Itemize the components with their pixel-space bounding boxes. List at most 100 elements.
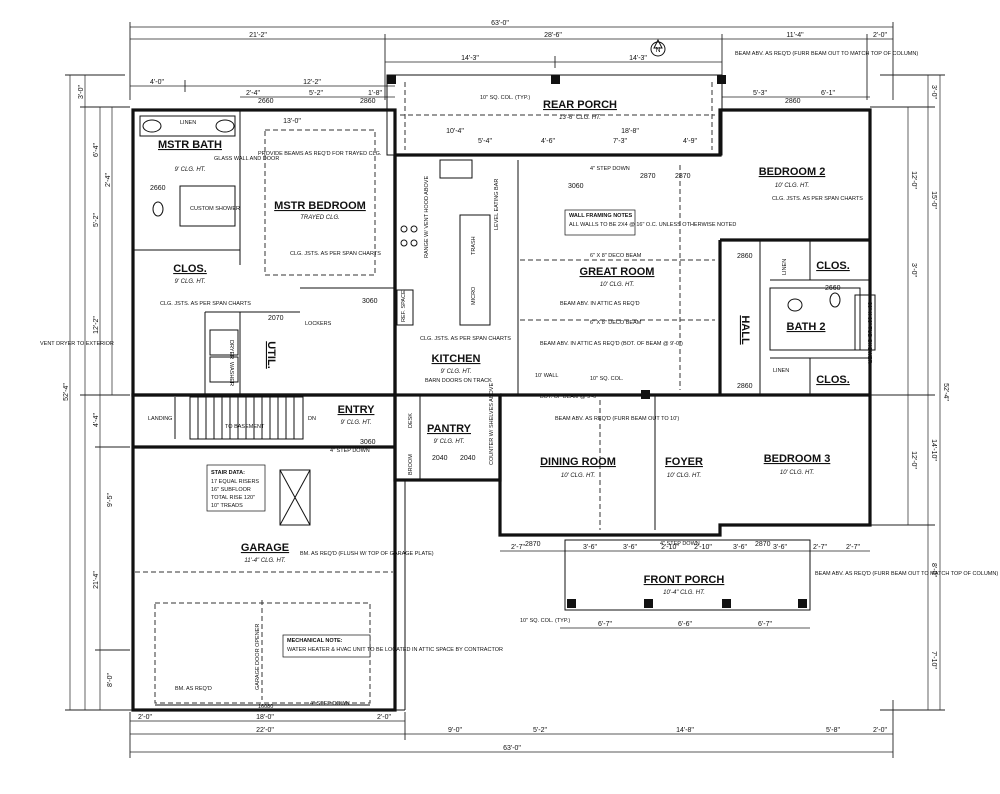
note-clg-kitchen: CLG. JSTS. AS PER SPAN CHARTS	[420, 336, 511, 342]
dim-bot-total: 63'-0"	[503, 745, 521, 752]
column	[644, 599, 653, 608]
clg-entry: 9' CLG. HT.	[341, 420, 372, 426]
clg-kitchen: 9' CLG. HT.	[441, 369, 472, 375]
door-code: 2660	[258, 98, 274, 105]
note-washer: WASHER	[228, 362, 234, 386]
dim-bot-6: 5'-2"	[533, 727, 547, 734]
dim-left-3: 2'-4"	[105, 173, 112, 187]
door-code: 2040	[432, 455, 448, 462]
note-desk: DESK	[408, 413, 414, 428]
dim-great-width: 18'-8"	[621, 128, 639, 135]
column	[641, 390, 650, 399]
dim-right-total: 52'-4"	[942, 383, 949, 401]
note-garage-beam: BM. AS REQ'D (FLUSH W/ TOP OF GARAGE PLA…	[300, 551, 434, 557]
note-clg-bed2: CLG. JSTS. AS PER SPAN CHARTS	[772, 196, 863, 202]
dim-porch-7: 3'-6"	[773, 544, 787, 551]
door-code: 2860	[785, 98, 801, 105]
note-beam-attic: BEAM ABV. IN ATTIC AS REQ'D	[560, 301, 640, 307]
room-closet-2: CLOS.	[816, 260, 850, 272]
dim-bot-3: 2'-0"	[377, 714, 391, 721]
dim-left-4: 5'-2"	[93, 213, 100, 227]
room-garage: GARAGE	[241, 542, 289, 554]
dim-right-7: 8'-0"	[930, 563, 937, 577]
dim-left-6: 4'-4"	[93, 413, 100, 427]
dim-top-4: 2'-0"	[873, 32, 887, 39]
note-deco-beam1: 6" X 8" DECO BEAM	[590, 253, 642, 259]
note-vent: VENT DRYER TO EXTERIOR	[40, 341, 114, 347]
dim-bot-2: 18'-0"	[256, 714, 274, 721]
mech-text: WATER HEATER & HVAC UNIT TO BE LOCATED I…	[287, 647, 503, 653]
sink-icon	[142, 119, 162, 133]
door-code: 3060	[360, 439, 376, 446]
toilet-icon	[829, 292, 841, 308]
dryer-icon	[209, 329, 239, 356]
note-col-top: 10" SQ. COL. (TYP.)	[480, 95, 530, 101]
note-barn-doors: BARN DOORS ON TRACK	[425, 378, 492, 384]
fridge-space	[396, 289, 414, 326]
door-code: 2070	[268, 315, 284, 322]
dim-right-1: 3'-0"	[930, 85, 937, 99]
dim-right-5: 12'-0"	[910, 451, 917, 469]
sink-icon	[787, 298, 803, 312]
main-body-walls	[395, 108, 872, 537]
door-code: 2660	[825, 285, 841, 292]
dim-bed-width: 12'-2"	[303, 79, 321, 86]
dim-left-8: 9'-5"	[107, 493, 114, 507]
door-code: 2860	[360, 98, 376, 105]
stair-line-2: 16" SUBFLOOR	[211, 487, 251, 493]
north-arrow-icon: N	[650, 38, 666, 57]
dim-porch-right: 14'-3"	[629, 55, 647, 62]
stair-data-box: STAIR DATA: 17 EQUAL RISERS 16" SUBFLOOR…	[206, 464, 266, 512]
room-rear-porch: REAR PORCH	[543, 99, 617, 111]
clg-bedroom-2: 10' CLG. HT.	[775, 183, 809, 189]
room-labels: REAR PORCH 13'-6" CLG. HT. MSTR BATH 9' …	[158, 99, 850, 596]
toilet-icon	[152, 201, 164, 217]
dim-porch-5: 2'-10"	[694, 544, 712, 551]
dim-top-3: 11'-4"	[786, 32, 804, 39]
note-broom: BROOM	[408, 454, 414, 475]
north-label: N	[655, 47, 660, 54]
clg-garage: 11'-4" CLG. HT.	[244, 558, 286, 564]
column	[387, 75, 396, 84]
notes: BEAM ABV. AS REQ'D (FURR BEAM OUT TO MAT…	[40, 51, 998, 710]
column	[551, 75, 560, 84]
dim-porch-left: 14'-3"	[461, 55, 479, 62]
dim-right-2: 12'-0"	[910, 171, 917, 189]
note-beam-front: BEAM ABV. AS REQ'D (FURR BEAM OUT TO MAT…	[815, 571, 998, 577]
room-pantry: PANTRY	[427, 423, 472, 435]
columns	[387, 75, 807, 608]
room-great-room: GREAT ROOM	[580, 266, 655, 278]
note-garage-bm: BM. AS REQ'D	[175, 686, 212, 692]
dim-bot-9: 2'-0"	[873, 727, 887, 734]
room-mstr-bath: MSTR BATH	[158, 139, 222, 151]
note-garage-door-size: 16080	[258, 704, 273, 710]
note-micro: MICRO	[471, 286, 477, 305]
dim-top-total: 63'-0"	[491, 20, 509, 27]
note-col-front: 10" SQ. COL. (TYP.)	[520, 618, 570, 624]
note-tub: 30" X 60" TUB SHOWER	[866, 302, 872, 364]
clg-bedroom-3: 10' CLG. HT.	[780, 470, 814, 476]
room-front-porch: FRONT PORCH	[644, 574, 725, 586]
note-dn: DN	[308, 416, 316, 422]
dim-small-3: 1'-8"	[368, 90, 382, 97]
room-entry: ENTRY	[338, 404, 376, 416]
note-level-eating: LEVEL EATING BAR	[494, 179, 500, 230]
framing-note-box: WALL FRAMING NOTES ALL WALLS TO BE 2X4 @…	[564, 209, 736, 236]
room-bedroom-3: BEDROOM 3	[764, 453, 831, 465]
room-master-closet: CLOS.	[173, 263, 207, 275]
dim-great-a: 4'-6"	[541, 138, 555, 145]
door-code: 2870	[755, 541, 771, 548]
kitchen-island	[459, 214, 491, 326]
room-hall: HALL	[739, 315, 751, 345]
right-dimensions: 52'-4" 3'-0" 12'-0" 15'-0" 3'-0" 12'-0" …	[870, 74, 949, 711]
clg-dining-room: 10' CLG. HT.	[561, 473, 595, 479]
dim-left-9: 8'-0"	[107, 673, 114, 687]
room-util: UTIL.	[265, 341, 277, 369]
top-dimensions: 63'-0" 21'-2" 28'-6" 11'-4" 2'-0" 14'-3"…	[129, 20, 894, 145]
clg-master-closet: 9' CLG. HT.	[175, 279, 206, 285]
room-bedroom-2: BEDROOM 2	[759, 166, 826, 178]
note-deco-beam2: 6" X 8" DECO BEAM	[590, 320, 642, 326]
left-dimensions: 52'-4" 3'-0" 6'-4" 2'-4" 5'-2" 12'-2" 4'…	[63, 74, 135, 711]
note-bot-beam1: BOT. OF BEAM @ 9'-0"	[540, 394, 598, 400]
